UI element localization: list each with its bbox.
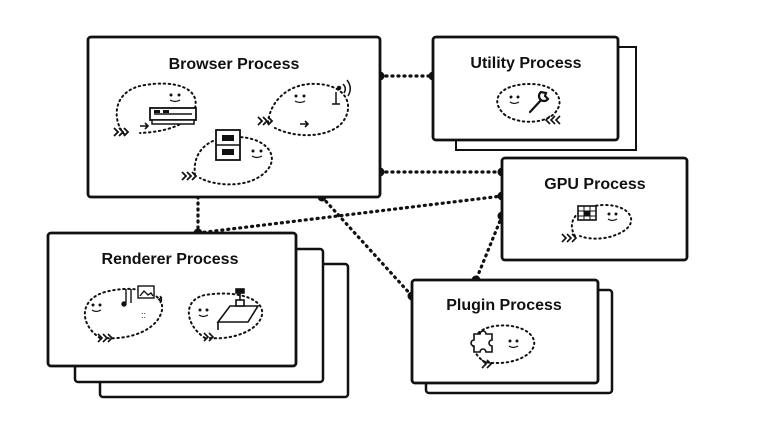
router-icon [149, 107, 197, 125]
renderer-process-title: Renderer Process [102, 251, 239, 268]
face-2 [294, 94, 306, 104]
connector-browser-plugin [320, 195, 414, 298]
plugin-process-title: Plugin Process [446, 297, 562, 314]
gpu-process-box: GPU Process [500, 156, 689, 262]
chevron-arrows-2 [257, 116, 274, 126]
connector-gpu-plugin [474, 214, 504, 282]
face-renderer-1 [91, 303, 102, 313]
plugin-process-box: Plugin Process [410, 278, 600, 385]
browser-process-box: Browser Process [86, 35, 382, 199]
face-3 [251, 149, 263, 159]
puzzle-piece-icon [470, 330, 493, 353]
renderer-process-box: Renderer Process :: [46, 231, 298, 368]
browser-loop-2 [267, 82, 350, 137]
svg-text:::: :: [141, 310, 146, 320]
wifi-antenna-icon [332, 79, 351, 105]
face-1 [169, 93, 181, 103]
chevron-arrows-gpu [561, 233, 578, 243]
utility-process-box: Utility Process [431, 35, 620, 142]
browser-loop-3 [193, 135, 273, 186]
desk-drawing-icon [216, 288, 260, 330]
wrench-icon [528, 90, 550, 114]
utility-stack-back [455, 46, 637, 151]
utility-process-title: Utility Process [470, 55, 581, 72]
face-renderer-2 [198, 308, 209, 318]
browser-process-title: Browser Process [169, 56, 300, 73]
chevron-arrows-3 [181, 171, 198, 181]
chevron-arrows-plugin [481, 359, 493, 369]
face-plugin [508, 339, 519, 349]
gpu-process-title: GPU Process [544, 176, 645, 193]
chevron-arrows-1 [113, 127, 130, 137]
browser-loop-1 [115, 82, 197, 135]
face-utility [509, 95, 520, 105]
file-cabinet-icon [215, 129, 241, 161]
grid-chip-icon [577, 205, 597, 221]
connectors [196, 74, 504, 298]
chevron-arrows-renderer [97, 332, 215, 343]
media-elements-icon: :: [121, 285, 163, 320]
face-gpu [607, 212, 618, 222]
chevron-arrows-utility [544, 115, 561, 125]
